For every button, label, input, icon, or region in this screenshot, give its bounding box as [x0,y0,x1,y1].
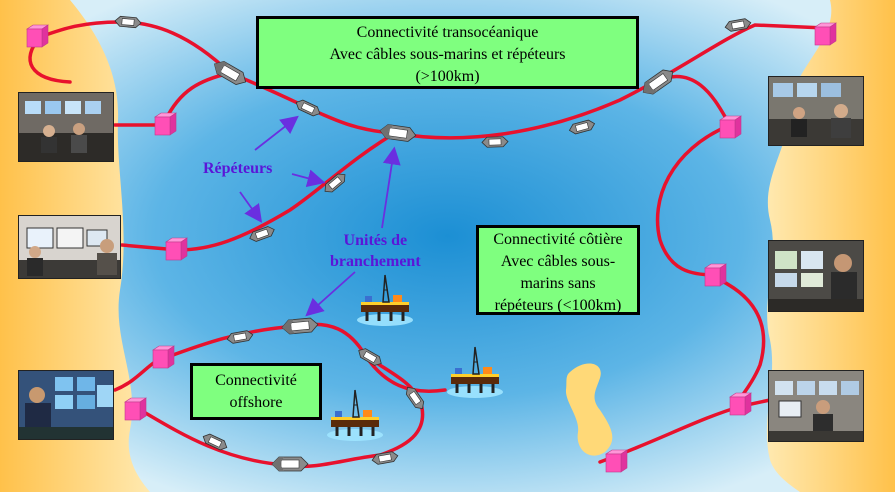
island [565,363,613,456]
offshore-connectivity-box: Connectivité offshore [190,363,322,420]
control-room-image [769,77,863,145]
box-line: Avec câbles sous- [500,253,616,270]
label-line: Unités de [343,232,408,249]
cable-landing-station [704,263,727,287]
cable-landing-station [124,397,147,421]
control-room-photo [18,92,114,162]
cable-landing-station [814,22,837,46]
control-room-image [19,371,113,439]
transoceanic-connectivity-box: Connectivité transocéanique Avec câbles … [256,16,639,89]
cable-landing-station [152,345,175,369]
box-line: Avec câbles sous-marins et répéteurs [329,46,566,63]
label-line: branchement [330,253,421,270]
control-room-photo [18,215,121,279]
cable-landing-station [165,237,188,261]
cable-landing-station [729,392,752,416]
cable-landing-station [154,112,177,136]
cable-landing-station [26,24,49,48]
control-room-image [769,371,863,441]
box-line: (>100km) [415,68,480,85]
box-line: répéteurs (<100km) [494,297,622,314]
box-line: Connectivité côtière [493,231,623,248]
box-line: Connectivité transocéanique [356,24,539,41]
box-line: Connectivité [215,372,297,389]
branching-unit [271,456,309,472]
branching-units-label: Unités de branchement [330,230,421,272]
repeater [481,136,509,148]
box-line: offshore [229,394,283,411]
annotation-arrows [239,115,401,317]
coastal-connectivity-box: Connectivité côtière Avec câbles sous- m… [476,225,640,315]
cable-landing-station [719,115,742,139]
control-room-image [19,216,120,278]
control-room-photo [768,76,864,146]
control-room-photo [768,240,864,312]
control-room-photo [18,370,114,440]
cable-landing-station [605,449,628,473]
control-room-image [19,93,113,161]
repeaters-label: Répéteurs [203,160,273,177]
control-room-image [769,241,863,311]
control-room-photo [768,370,864,442]
box-line: marins sans [520,275,596,292]
